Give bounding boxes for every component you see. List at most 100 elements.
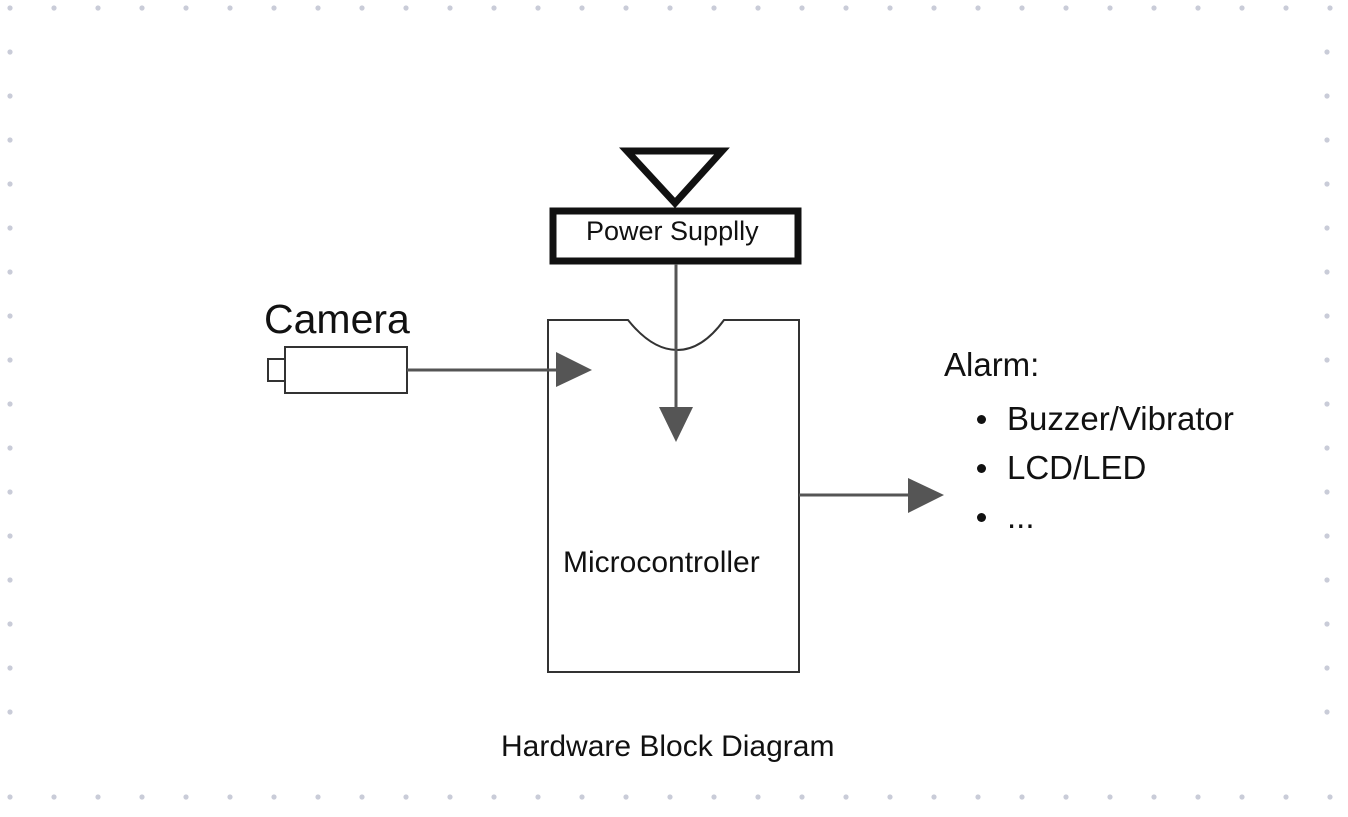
border-dot (7, 225, 13, 231)
border-dot (1063, 5, 1069, 11)
border-dot (623, 5, 629, 11)
power-to-mcu-arrowhead (659, 407, 693, 442)
border-dot (491, 5, 497, 11)
border-dot (7, 269, 13, 275)
border-dot (1151, 5, 1157, 11)
border-dot (1324, 665, 1330, 671)
border-dot (7, 49, 13, 55)
border-dot (623, 794, 629, 800)
border-dot (799, 5, 805, 11)
border-dot (7, 709, 13, 715)
border-dot (1324, 533, 1330, 539)
alarm-list: Buzzer/Vibrator LCD/LED ... (977, 394, 1234, 541)
border-dot (535, 5, 541, 11)
border-dot (7, 445, 13, 451)
border-dot (535, 794, 541, 800)
border-dot (7, 357, 13, 363)
border-dot (491, 794, 497, 800)
border-dot (7, 401, 13, 407)
microcontroller-box (547, 319, 800, 673)
border-dot (1324, 621, 1330, 627)
border-dot (227, 794, 233, 800)
border-dot (1324, 313, 1330, 319)
border-dot (887, 5, 893, 11)
border-dot (1283, 794, 1289, 800)
border-dot (1324, 269, 1330, 275)
border-dot (1327, 794, 1333, 800)
border-dot (755, 794, 761, 800)
border-dot (1195, 5, 1201, 11)
border-dot (7, 577, 13, 583)
border-dot (139, 5, 145, 11)
border-dot (1324, 401, 1330, 407)
border-dot (711, 5, 717, 11)
border-dot (1324, 137, 1330, 143)
camera-body (284, 346, 408, 394)
dot-border (7, 5, 1333, 800)
border-dot (1324, 181, 1330, 187)
border-dot (1107, 5, 1113, 11)
alarm-item-more: ... (977, 492, 1234, 541)
border-dot (667, 5, 673, 11)
border-dot (51, 794, 57, 800)
border-dot (7, 489, 13, 495)
border-dot (1324, 93, 1330, 99)
border-dot (1063, 794, 1069, 800)
border-dot (975, 794, 981, 800)
camera-label: Camera (264, 296, 410, 342)
border-dot (271, 794, 277, 800)
border-dot (1324, 445, 1330, 451)
border-dot (7, 5, 13, 11)
border-dot (447, 794, 453, 800)
diagram-caption: Hardware Block Diagram (501, 730, 835, 763)
border-dot (975, 5, 981, 11)
alarm-title: Alarm: (944, 346, 1040, 383)
power-supply-label: Power Supplly (586, 216, 759, 246)
border-dot (403, 794, 409, 800)
border-dot (1151, 794, 1157, 800)
border-dot (139, 794, 145, 800)
border-dot (359, 5, 365, 11)
border-dot (843, 5, 849, 11)
border-dot (1324, 49, 1330, 55)
border-dot (1324, 225, 1330, 231)
border-dot (7, 794, 13, 800)
camera-lens (267, 358, 286, 382)
border-dot (7, 313, 13, 319)
border-dot (1324, 489, 1330, 495)
border-dot (227, 5, 233, 11)
mcu-to-alarm-arrowhead (908, 478, 944, 513)
border-dot (315, 794, 321, 800)
border-dot (51, 5, 57, 11)
border-dot (1283, 5, 1289, 11)
border-dot (579, 5, 585, 11)
border-dot (447, 5, 453, 11)
border-dot (1019, 5, 1025, 11)
border-dot (95, 5, 101, 11)
border-dot (799, 794, 805, 800)
border-dot (7, 665, 13, 671)
border-dot (667, 794, 673, 800)
border-dot (711, 794, 717, 800)
border-dot (183, 5, 189, 11)
border-dot (1324, 709, 1330, 715)
border-dot (579, 794, 585, 800)
border-dot (183, 794, 189, 800)
border-dot (1327, 5, 1333, 11)
border-dot (271, 5, 277, 11)
border-dot (843, 794, 849, 800)
border-dot (1324, 357, 1330, 363)
microcontroller-label: Microcontroller (563, 546, 760, 579)
border-dot (1324, 577, 1330, 583)
border-dot (931, 794, 937, 800)
camera-to-mcu-arrowhead (556, 352, 592, 387)
alarm-item-buzzer: Buzzer/Vibrator (977, 394, 1234, 443)
border-dot (95, 794, 101, 800)
border-dot (315, 5, 321, 11)
border-dot (403, 5, 409, 11)
border-dot (931, 5, 937, 11)
border-dot (1239, 5, 1245, 11)
border-dot (7, 181, 13, 187)
ground-symbol (619, 147, 730, 209)
